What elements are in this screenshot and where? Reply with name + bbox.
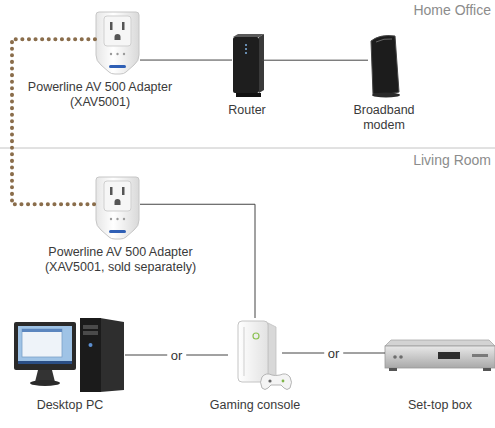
device-node: Powerline AV 500 Adapter (XAV5001): [95, 10, 140, 75]
controller: [261, 374, 292, 390]
router-side: [259, 34, 264, 93]
power-ring: [253, 333, 259, 339]
router-stand: [236, 93, 261, 97]
device-node: Gaming console: [228, 318, 282, 388]
tower-front: [80, 318, 101, 392]
screen-taskbar: [18, 361, 72, 364]
disc-slot: [244, 327, 245, 376]
router-led: [245, 52, 247, 54]
device-node: Router: [232, 35, 262, 95]
device-node: Set-top box: [385, 335, 495, 375]
room-label: Home Office: [380, 2, 491, 18]
controller-button: [282, 380, 285, 383]
ethernet-cable: [140, 60, 232, 61]
ethernet-cable: [262, 60, 368, 61]
console-front: [238, 321, 268, 382]
edge-label: or: [167, 348, 187, 363]
room-label: Living Room: [380, 152, 491, 168]
powerline-adapter-art: [96, 12, 139, 74]
powerline-link: [12, 39, 95, 204]
drive-bay: [83, 325, 98, 329]
set-top-box-art: [385, 340, 495, 371]
monitor-base: [30, 380, 60, 386]
screen-window-bar: [22, 329, 62, 332]
monitor-frame: [14, 322, 76, 370]
router-front: [233, 37, 259, 93]
gaming-console-art: [238, 321, 292, 390]
box-front: [385, 346, 495, 368]
router-led: [245, 44, 247, 46]
box-foot: [389, 368, 397, 371]
box-button: [399, 355, 403, 359]
device-node: Broadband modem: [368, 35, 400, 95]
router-art: [233, 34, 264, 97]
device-label: Powerline AV 500 Adapter (XAV5001): [25, 80, 175, 110]
edge-label: or: [324, 346, 344, 361]
modem-body: [371, 36, 399, 95]
device-label: Broadband modem: [343, 103, 425, 133]
box-foot: [483, 368, 491, 371]
router-led: [245, 48, 247, 50]
room-divider: [0, 148, 495, 149]
device-label: Desktop PC: [15, 398, 125, 413]
desktop-pc-art: [14, 318, 124, 392]
tower-side: [100, 318, 124, 392]
modem-art: [371, 36, 400, 98]
device-node: Desktop PC: [15, 318, 125, 392]
monitor-screen: [18, 326, 72, 364]
modem-highlight: [376, 39, 392, 42]
power-button: [89, 343, 93, 347]
box-display: [438, 352, 460, 359]
device-label: Powerline AV 500 Adapter (XAV5001, sold …: [28, 245, 213, 275]
console-side: [268, 323, 276, 382]
drive-bay: [83, 331, 98, 335]
screen-window: [22, 329, 62, 357]
controller-stick: [268, 379, 271, 382]
modem-base: [372, 93, 400, 98]
device-node: Powerline AV 500 Adapter (XAV5001, sold …: [95, 175, 140, 240]
device-label: Set-top box: [385, 398, 495, 413]
device-label: Router: [202, 103, 292, 118]
powerline-adapter-art: [96, 177, 139, 239]
box-button: [393, 355, 397, 359]
router-top: [233, 34, 264, 37]
device-label: Gaming console: [195, 398, 315, 413]
box-top: [385, 340, 495, 346]
box-slot: [472, 354, 488, 357]
